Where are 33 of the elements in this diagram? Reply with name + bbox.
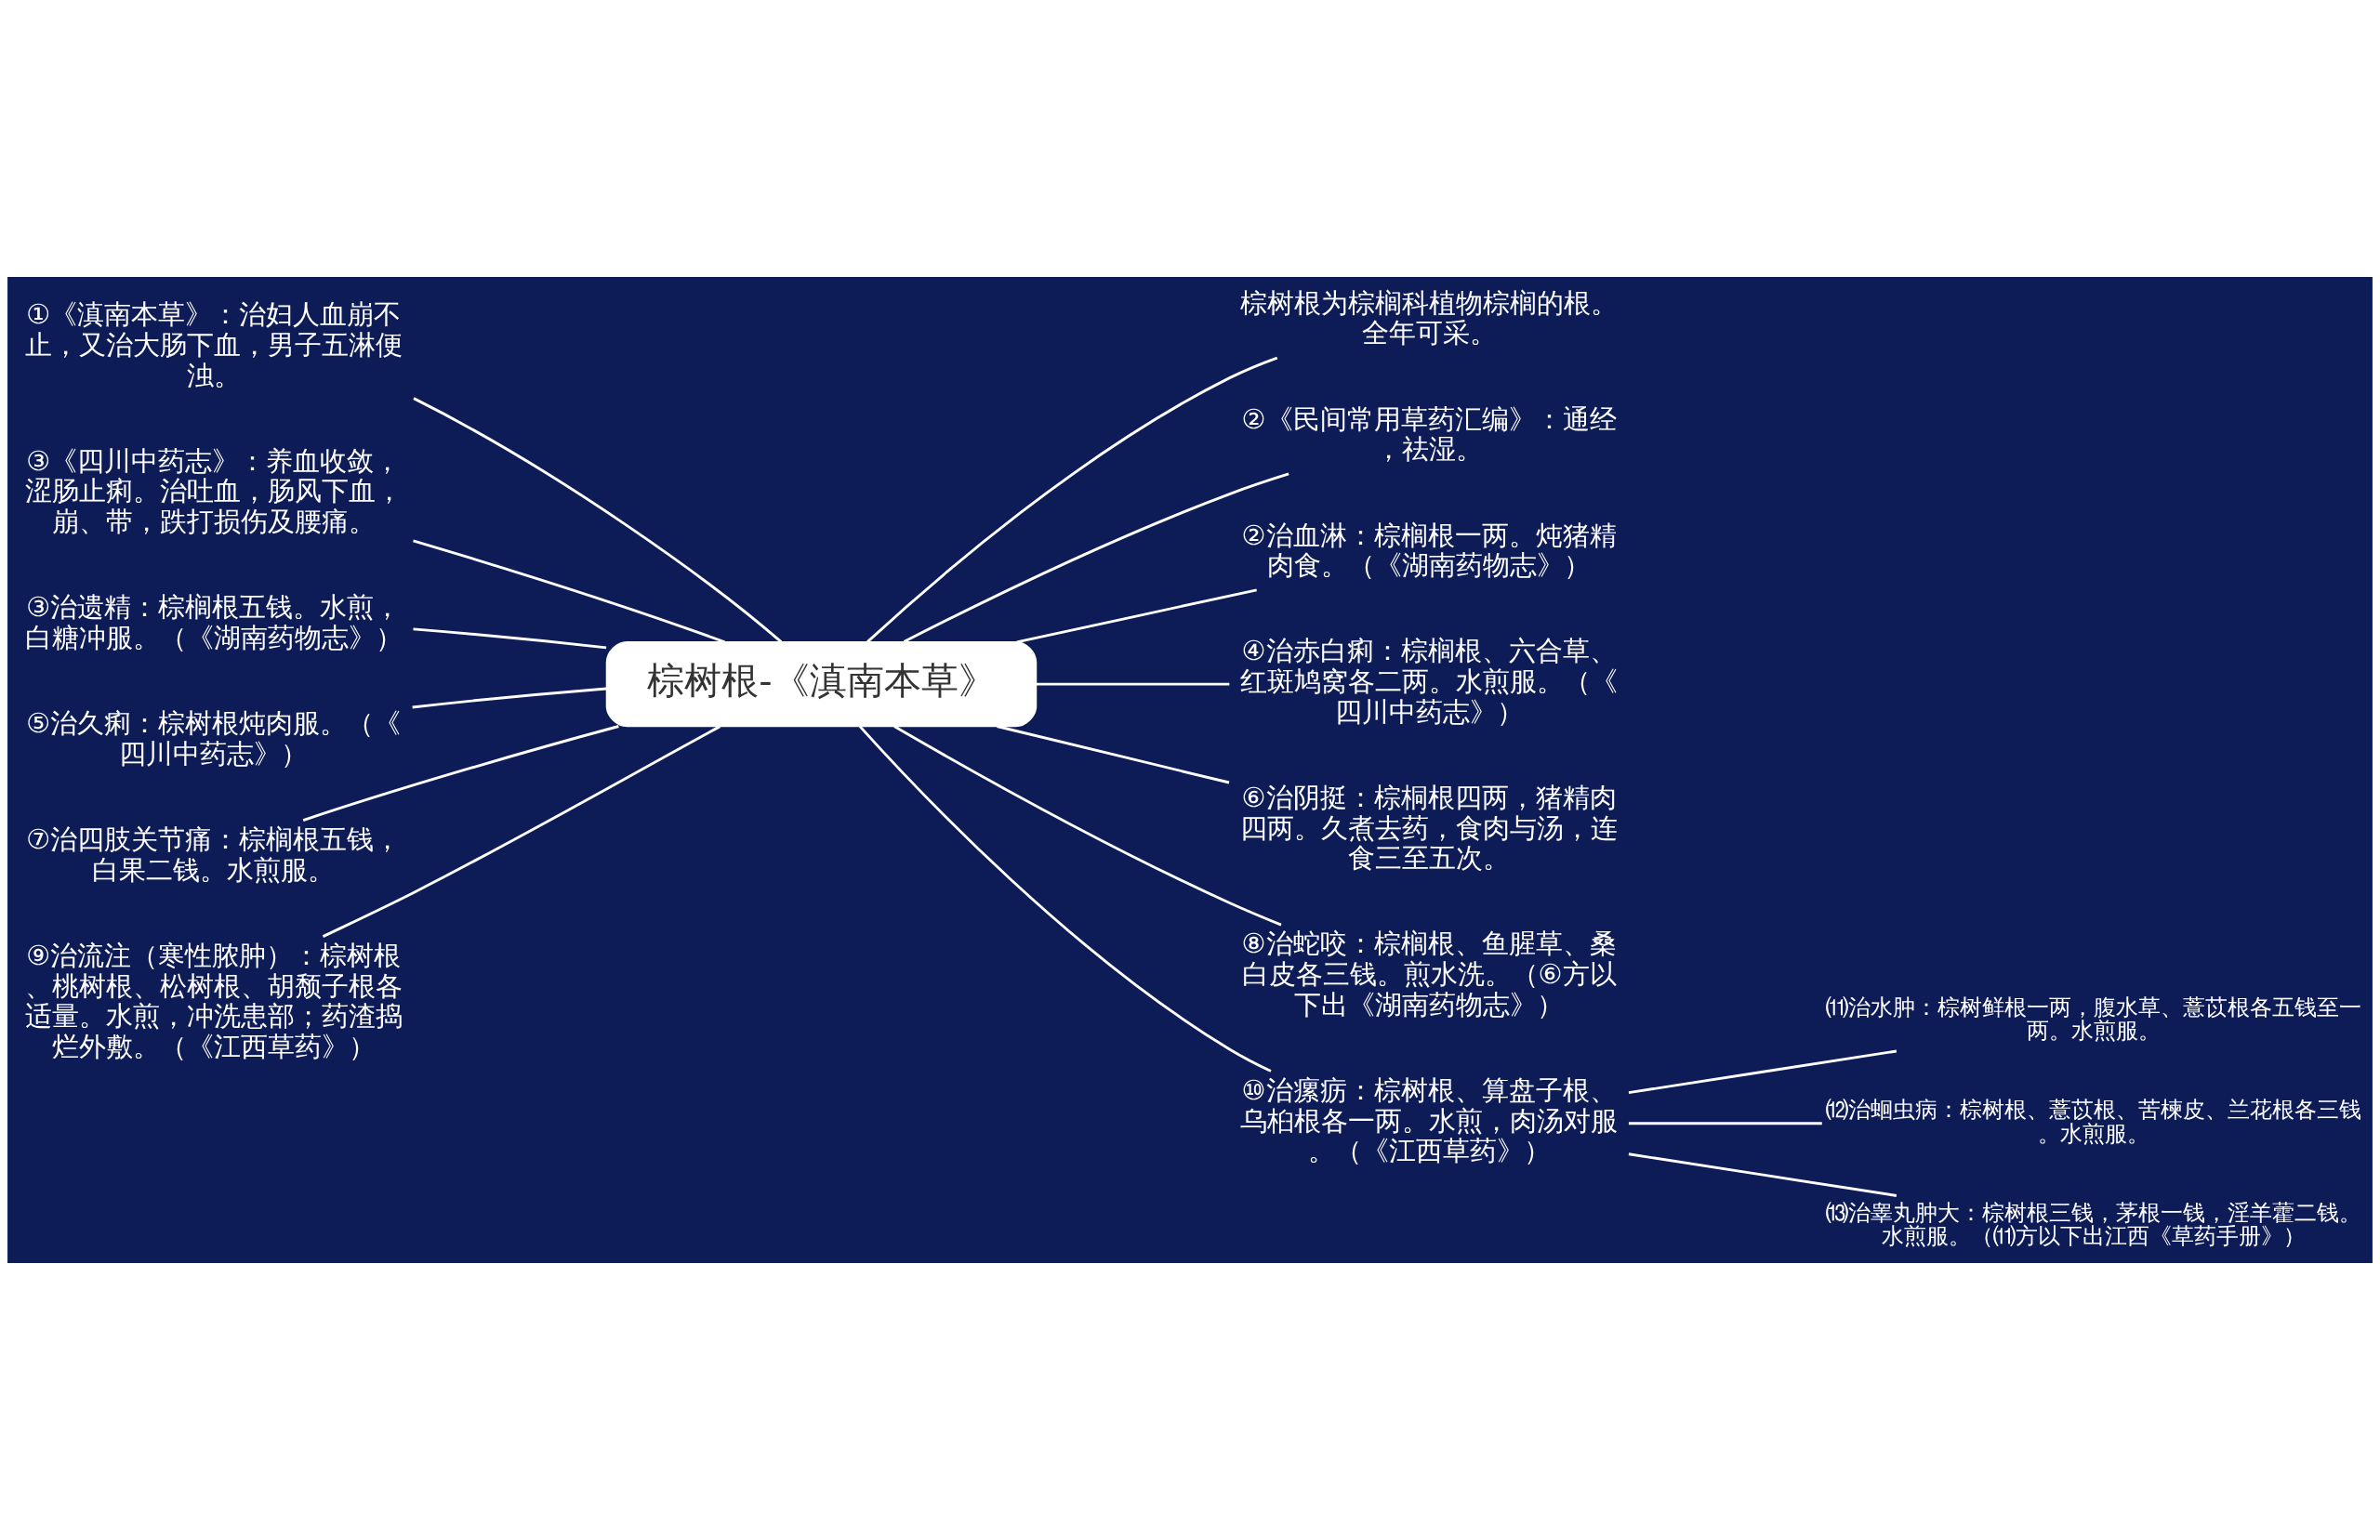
connector [413,627,607,650]
node-text: ②《民间常用草药汇编》：通经，祛湿。 [1241,402,1617,466]
node-text: ⑥治阴挺：棕桐根四两，猪精肉四两。久煮去药，食肉与汤，连食三至五次。 [1240,781,1619,875]
node-text: ⑦治四肢关节痛：棕榈根五钱，白果二钱。水煎服。 [26,823,402,886]
connector [413,539,726,644]
connector [1628,1152,1897,1197]
node-text: ③《四川中药志》：养血收敛，涩肠止痢。治吐血，肠风下血，崩、带，跌打损伤及腰痛。 [24,444,403,538]
connector [302,725,619,822]
node-text: ①《滇南本草》：治妇人血崩不止，又治大肠下血，男子五淋便浊。 [24,298,403,391]
connector [412,687,607,709]
connector [1036,682,1230,686]
connector [858,725,1272,1073]
connector [997,725,1230,784]
connector [1016,588,1257,644]
node-text: ④治赤白痢：棕榈根、六合草、红斑鸠窝各二两。水煎服。（《四川中药志》） [1240,635,1619,728]
node-text: 棕树根为棕榈科植物棕榈的根。全年可采。 [1240,286,1619,349]
connector [1628,1049,1897,1095]
node-text: ③治遗精：棕榈根五钱。水煎，白糖冲服。（《湖南药物志》） [24,591,403,653]
connector [903,472,1289,643]
node-box: 棕树根-《滇南本草》 [605,641,1038,728]
node-text: ⑨治流注（寒性脓肿）：棕树根、桃树根、松树根、胡颓子根各适量。水煎，冲洗患部；药渣捣烂外敷。（《江西草药》） [24,940,403,1062]
node-text: ⒀治睾丸肿大：棕树根三钱，茅根一钱，淫羊藿二钱。水煎服。（⑾方以下出江西《草药手册》） [1826,1199,2362,1249]
node-text: ⑧治蛇咬：棕榈根、鱼腥草、桑白皮各三钱。煎水洗。（⑥方以下出《湖南药物志》） [1241,928,1617,1020]
connector [1628,1122,1822,1125]
connector [866,356,1278,643]
connector [413,397,783,643]
node-text: ⑿治蛔虫病：棕树根、薏苡根、苦楝皮、兰花根各三钱。水煎服。 [1826,1097,2362,1147]
node-text: ⑾治水肿：棕树鲜根一两，腹水草、薏苡根各五钱至一两。水煎服。 [1826,994,2362,1045]
connector [322,725,721,938]
node-text: ⑤治久痢：棕树根炖肉服。（《四川中药志》） [26,707,402,770]
node-text: ⑩治瘰疬：棕树根、算盘子根、乌桕根各一两。水煎，肉汤对服。（《江西草药》） [1240,1074,1619,1167]
connector [893,725,1282,927]
node-text: ②治血淋：棕榈根一两。炖猪精肉食。（《湖南药物志》） [1241,519,1617,582]
